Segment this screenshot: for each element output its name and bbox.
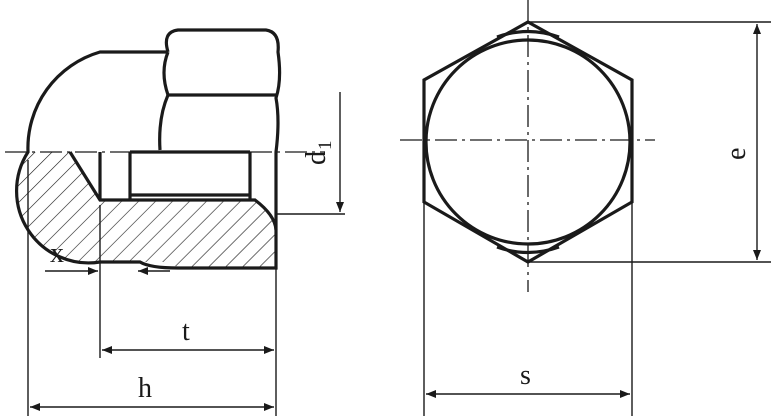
- label-t: t: [182, 316, 190, 347]
- label-e: e: [721, 148, 752, 160]
- dome-outline: [14, 50, 278, 270]
- label-e-group: e: [721, 148, 752, 160]
- hex-lobe-lower: [158, 94, 170, 151]
- svg-text:1: 1: [315, 141, 336, 151]
- end-view: s e: [400, 0, 771, 416]
- hex-lobe-upper: [162, 51, 276, 97]
- chamfer-top: [496, 29, 560, 39]
- hex-flats-outline: [164, 28, 282, 200]
- label-s: s: [520, 360, 531, 391]
- label-h: h: [138, 373, 152, 404]
- chamfer-circle: [424, 38, 632, 246]
- side-view: x t h d 1: [5, 28, 345, 416]
- bore-bottom-edge: [68, 151, 278, 231]
- svg-text:d: d: [301, 151, 332, 165]
- label-x: x: [50, 238, 64, 269]
- chamfer-bottom: [496, 245, 560, 255]
- section-hatching: [16, 152, 276, 268]
- label-d1: d 1: [301, 141, 336, 166]
